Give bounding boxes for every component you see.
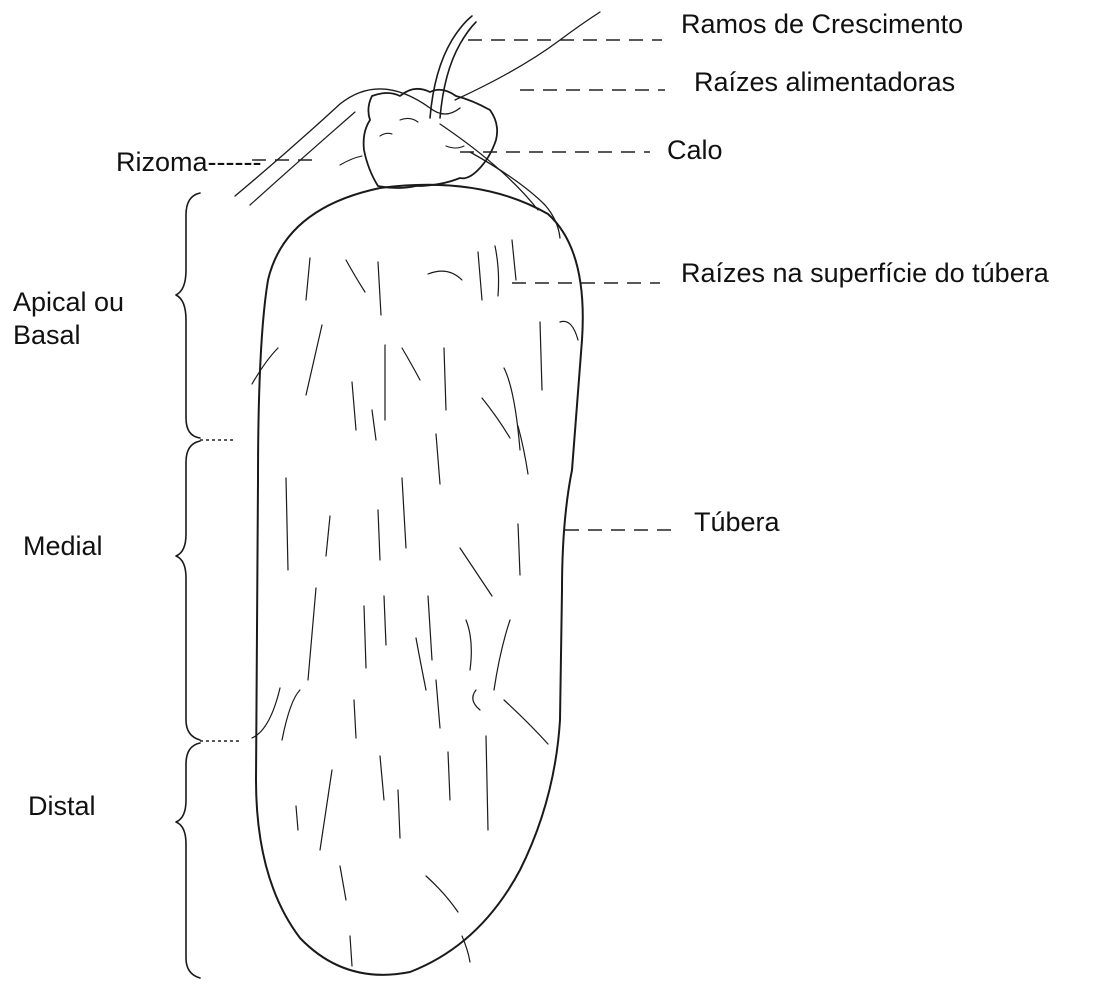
tuber-body xyxy=(256,185,583,975)
growth-stems xyxy=(430,16,476,118)
label-distal: Distal xyxy=(28,790,96,823)
label-raizes-alimentadoras: Raízes alimentadoras xyxy=(694,66,955,99)
label-medial: Medial xyxy=(23,530,103,563)
label-tubera: Túbera xyxy=(694,506,780,539)
label-apical-basal: Apical ou Basal xyxy=(13,286,173,352)
leader-lines xyxy=(252,40,672,530)
label-ramos-crescimento: Ramos de Crescimento xyxy=(681,8,963,41)
surface-roots xyxy=(252,240,578,966)
label-rizoma: Rizoma------ xyxy=(116,146,261,179)
section-braces xyxy=(176,193,240,978)
label-raizes-superficie: Raízes na superfície do túbera xyxy=(681,257,1049,290)
feeder-roots xyxy=(235,12,600,238)
brace-apical xyxy=(176,193,200,438)
brace-distal xyxy=(176,743,200,978)
brace-medial xyxy=(176,441,200,740)
label-calo: Calo xyxy=(667,134,723,167)
rhizome-callus xyxy=(364,89,498,188)
